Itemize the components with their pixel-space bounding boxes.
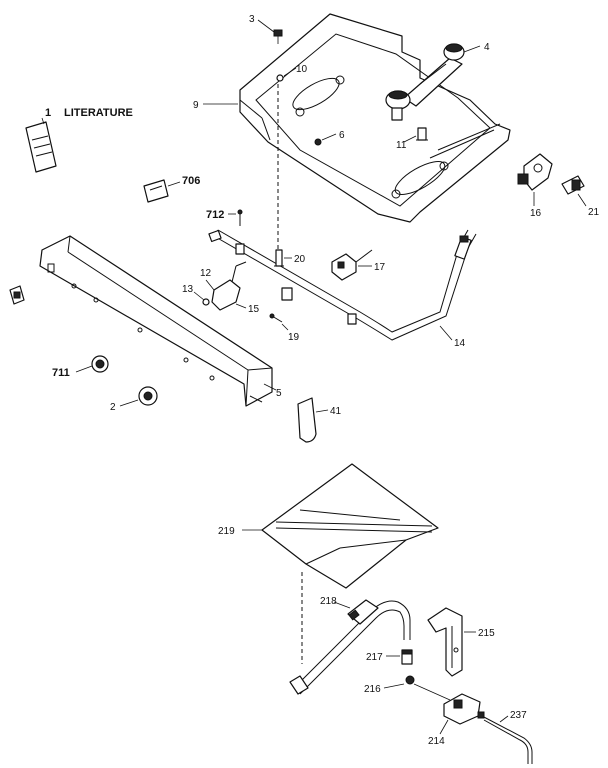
callout-214: 214 (428, 736, 445, 747)
bracket-215 (427, 607, 463, 677)
burner-cover-219 (261, 463, 439, 589)
panel-bracket (9, 285, 25, 305)
wire-237 (477, 711, 533, 764)
callout-216: 216 (364, 684, 381, 695)
screw-19 (269, 313, 283, 323)
screw-6 (314, 138, 322, 146)
callout-215: 215 (478, 628, 495, 639)
callout-3: 3 (249, 14, 255, 25)
regulator-16 (517, 153, 553, 191)
callout-5: 5 (276, 388, 282, 399)
callout-20: 20 (294, 254, 306, 265)
literature-label: LITERATURE (64, 107, 133, 119)
callout-41: 41 (330, 406, 342, 417)
knob-2 (138, 386, 158, 406)
burner-valves-4 (385, 43, 465, 121)
bracket-11 (416, 127, 428, 141)
callout-10: 10 (296, 64, 308, 75)
callout-15: 15 (248, 304, 260, 315)
callout-21: 21 (588, 207, 600, 218)
callout-12: 12 (200, 268, 212, 279)
burner-tube (289, 600, 411, 695)
igniter-214 (443, 693, 481, 725)
spacer-217 (401, 649, 413, 665)
callout-1: 1 (45, 107, 51, 119)
tab-41 (297, 397, 317, 443)
callout-17: 17 (374, 262, 386, 273)
callout-711: 711 (52, 367, 70, 379)
callout-9: 9 (193, 100, 199, 111)
orifice-218 (347, 599, 379, 625)
nut-216 (405, 675, 415, 685)
callout-11: 11 (396, 140, 407, 151)
callout-706: 706 (182, 175, 200, 187)
orifice-20 (274, 249, 284, 267)
callout-2: 2 (110, 402, 116, 413)
callout-219: 219 (218, 526, 235, 537)
valve-15 (211, 261, 247, 311)
callout-14: 14 (454, 338, 466, 349)
callout-16: 16 (530, 208, 542, 219)
callout-4: 4 (484, 42, 490, 53)
manifold-tube-14 (208, 229, 477, 341)
clip-10 (276, 74, 284, 82)
fitting-13 (202, 298, 210, 306)
callout-217: 217 (366, 652, 383, 663)
callout-237: 237 (510, 710, 527, 721)
callout-218: 218 (320, 596, 337, 607)
bushing-711 (91, 355, 109, 373)
valve-21 (561, 175, 585, 195)
callout-13: 13 (182, 284, 194, 295)
screw-712 (237, 209, 243, 226)
manifold-panel-5 (39, 235, 273, 407)
burner-box (239, 13, 511, 223)
literature-booklet (25, 117, 57, 173)
valve-17 (331, 249, 373, 281)
callout-19: 19 (288, 332, 300, 343)
screw-3 (273, 29, 283, 44)
label-plate-706 (143, 179, 181, 203)
callout-6: 6 (339, 130, 345, 141)
callout-712: 712 (206, 209, 224, 221)
